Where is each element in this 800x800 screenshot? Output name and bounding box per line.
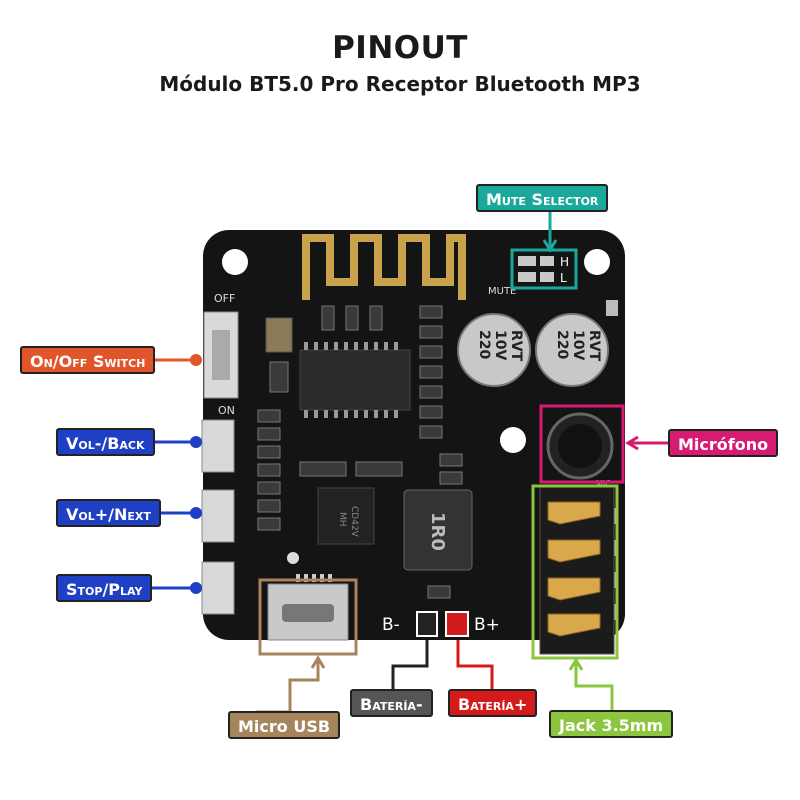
mounting-hole-bottom — [287, 552, 299, 564]
chip-label-line1: MH — [337, 512, 347, 527]
mute-selector-label: Mute Selector — [476, 184, 609, 212]
button-stop-play-body — [201, 561, 235, 615]
jack-label: Jack 3.5mm — [549, 710, 674, 738]
capacitor-2: 220 10V RVT — [535, 313, 609, 387]
main-chip — [299, 349, 411, 411]
page-subtitle: Módulo BT5.0 Pro Receptor Bluetooth MP3 — [159, 72, 641, 96]
on-off-switch-label: On/Off Switch — [20, 346, 156, 374]
jack-highlight — [531, 484, 619, 660]
inductor-label: 1R0 — [427, 512, 448, 551]
button-vol-plus-body — [201, 489, 235, 543]
svg-text:RVT: RVT — [586, 330, 602, 362]
svg-text:10V: 10V — [492, 330, 508, 360]
on-off-dot — [190, 354, 202, 366]
stop-play-label: Stop/Play — [56, 574, 153, 602]
capacitor-1: 220 10V RVT — [457, 313, 531, 387]
b-plus-text: B+ — [474, 615, 500, 635]
b-minus-text: B- — [382, 615, 400, 635]
battery-minus-pad — [416, 611, 438, 637]
mute-selector-highlight — [510, 248, 578, 290]
l-text: L — [560, 271, 567, 285]
micro-usb-label: Micro USB — [228, 711, 341, 739]
microfono-label: Micrófono — [668, 429, 779, 457]
battery-plus-pad — [445, 611, 469, 637]
microphone-highlight — [539, 404, 625, 484]
off-text: OFF — [214, 292, 235, 305]
chip-label-line2: CD42V — [349, 506, 359, 538]
button-vol-minus-body — [201, 419, 235, 473]
vol-minus-dot — [190, 436, 202, 448]
svg-text:220: 220 — [476, 330, 492, 359]
vol-plus-dot — [190, 507, 202, 519]
h-text: H — [560, 255, 569, 269]
mounting-hole-top-right — [584, 249, 610, 275]
stop-play-dot — [190, 582, 202, 594]
vol-plus-next-label: Vol+/Next — [56, 499, 161, 527]
antenna-trace — [302, 234, 466, 300]
inductor — [403, 489, 473, 571]
on-text: ON — [218, 404, 235, 417]
mute-text: MUTE — [488, 286, 516, 297]
page-title: PINOUT — [332, 30, 468, 66]
charger-chip — [317, 487, 375, 545]
on-off-switch-body — [203, 311, 239, 399]
mounting-hole-center — [500, 427, 526, 453]
svg-text:RVT: RVT — [508, 330, 524, 362]
mounting-hole-top-left — [222, 249, 248, 275]
vol-minus-back-label: Vol-/Back — [56, 428, 155, 456]
svg-text:10V: 10V — [570, 330, 586, 360]
bateria-plus-label: Batería+ — [448, 689, 538, 717]
micro-usb-highlight — [258, 578, 358, 656]
crystal — [265, 317, 293, 353]
svg-text:220: 220 — [554, 330, 570, 359]
bateria-minus-label: Batería- — [350, 689, 433, 717]
